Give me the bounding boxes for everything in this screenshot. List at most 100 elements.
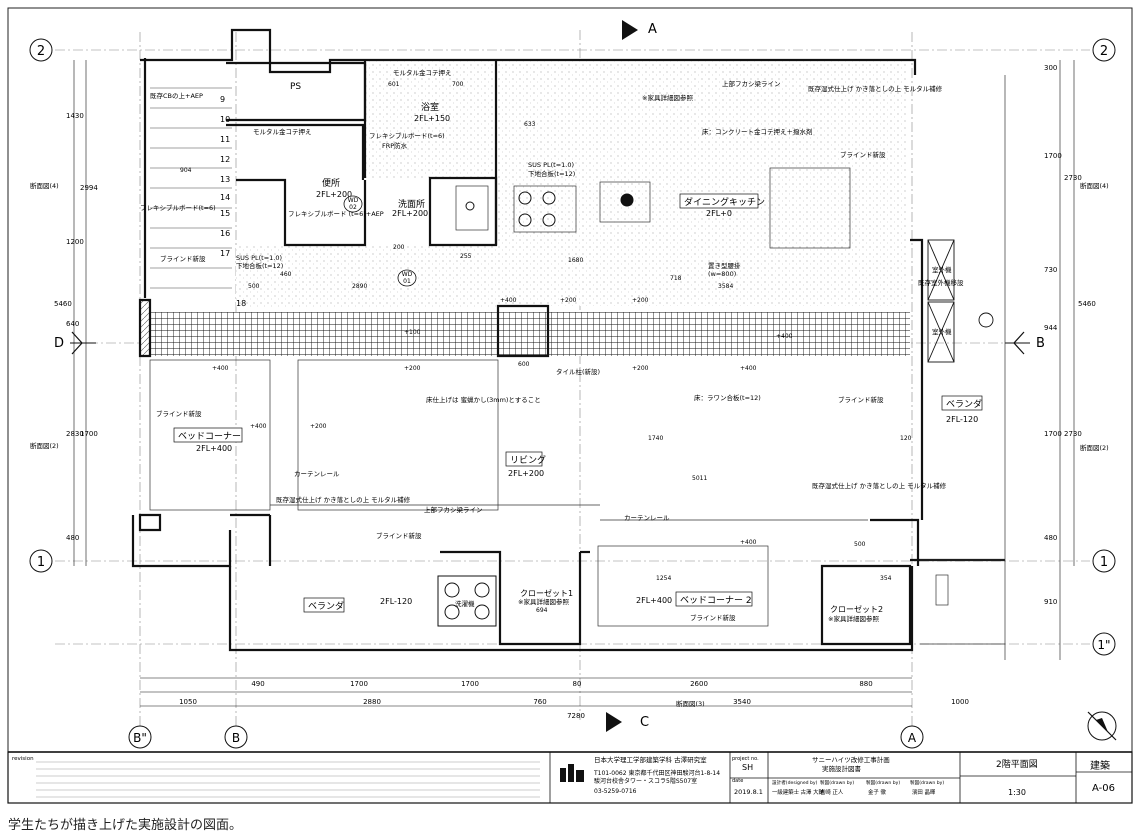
svg-text:室外機: 室外機 (932, 327, 952, 336)
svg-text:(w=800): (w=800) (708, 270, 736, 278)
svg-text:T101-0062 東京都千代田区神田駿河台1-8-14: T101-0062 東京都千代田区神田駿河台1-8-14 (593, 769, 720, 777)
svg-text:2FL+200: 2FL+200 (316, 190, 352, 199)
svg-text:便所: 便所 (322, 177, 340, 189)
door-tag-wd01: WD 01 (397, 269, 417, 287)
svg-text:2FL+0: 2FL+0 (706, 209, 732, 218)
dimension-lines (73, 60, 1075, 707)
svg-text:1700: 1700 (1044, 152, 1062, 160)
svg-text:C: C (640, 715, 649, 730)
svg-text:2600: 2600 (690, 680, 708, 688)
svg-text:2830: 2830 (66, 430, 84, 438)
svg-text:1000: 1000 (951, 698, 969, 706)
svg-text:1050: 1050 (179, 698, 197, 706)
svg-text:ブラインド新設: ブラインド新設 (690, 613, 736, 622)
svg-text:建築: 建築 (1090, 759, 1110, 772)
svg-text:9: 9 (220, 95, 225, 104)
svg-text:A: A (908, 731, 917, 745)
washing-machine (437, 575, 497, 627)
svg-text:設計者(designed by): 設計者(designed by) (772, 779, 818, 786)
toilet-floor (365, 60, 495, 178)
walls (131, 28, 1005, 652)
grid-bubble-col-bdd: B" (128, 725, 152, 749)
svg-text:フレキシブルボード(t=6): フレキシブルボード(t=6) (140, 203, 216, 212)
svg-text:1: 1 (1100, 555, 1108, 570)
svg-text:既存室外機移設: 既存室外機移設 (918, 278, 964, 287)
svg-text:718: 718 (670, 275, 682, 282)
section-refs: 断面図(4) 断面図(2) 断面図(3) 断面図(4) 断面図(2) (30, 181, 1109, 708)
svg-text:760: 760 (533, 698, 546, 706)
svg-text:※家具詳細図参照: ※家具詳細図参照 (518, 597, 569, 606)
svg-text:※家具詳細図参照: ※家具詳細図参照 (642, 93, 693, 102)
svg-text:B: B (1036, 336, 1045, 351)
svg-text:製図(drawn by): 製図(drawn by) (820, 779, 854, 786)
svg-text:ブラインド新設: ブラインド新設 (160, 254, 206, 263)
tile-band (140, 312, 910, 356)
svg-text:5460: 5460 (1078, 300, 1096, 308)
svg-text:1680: 1680 (568, 257, 583, 264)
svg-text:床：コンクリート金コテ押え＋撥水剤: 床：コンクリート金コテ押え＋撥水剤 (702, 127, 813, 136)
grid-bubble-row-1-left: 1 (29, 549, 53, 573)
svg-text:クローゼット2: クローゼット2 (830, 604, 883, 614)
svg-text:1254: 1254 (656, 575, 671, 582)
svg-text:既存CBの上+AEP: 既存CBの上+AEP (150, 91, 203, 100)
svg-text:B: B (232, 731, 240, 745)
svg-text:SH: SH (742, 763, 753, 772)
svg-text:+400: +400 (740, 539, 757, 546)
svg-text:モルタル金コテ押え: モルタル金コテ押え (253, 127, 312, 136)
svg-text:ベランダ: ベランダ (946, 398, 982, 410)
svg-text:カーテンレール: カーテンレール (294, 470, 340, 478)
svg-text:2FL-120: 2FL-120 (946, 415, 978, 424)
svg-text:置き型腰掛: 置き型腰掛 (708, 261, 741, 270)
svg-text:サニーハイツ改修工事計画: サニーハイツ改修工事計画 (812, 755, 890, 764)
grid-bubble-col-b: B (224, 725, 248, 749)
svg-text:ブラインド新設: ブラインド新設 (376, 531, 422, 540)
svg-text:洗濯機: 洗濯機 (455, 599, 475, 608)
svg-text:480: 480 (1044, 534, 1057, 542)
svg-text:断面図(4): 断面図(4) (30, 181, 59, 190)
grid-bubble-row-2-right: 2 (1092, 38, 1116, 62)
thin-lines (149, 75, 1006, 660)
svg-text:80: 80 (573, 680, 582, 688)
svg-text:02: 02 (349, 204, 357, 211)
svg-text:490: 490 (251, 680, 264, 688)
svg-text:1200: 1200 (66, 238, 84, 246)
svg-text:SUS PL(t=1.0): SUS PL(t=1.0) (528, 161, 574, 169)
svg-text:断面図(4): 断面図(4) (1080, 181, 1109, 190)
grid-bubble-row-1-right: 1 (1092, 549, 1116, 573)
svg-text:ベッドコーナー: ベッドコーナー (178, 431, 241, 442)
svg-text:製図(drawn by): 製図(drawn by) (910, 779, 944, 786)
svg-text:+200: +200 (632, 365, 649, 372)
entry-floor (236, 245, 496, 307)
svg-text:880: 880 (859, 680, 872, 688)
svg-text:5460: 5460 (54, 300, 72, 308)
svg-text:+200: +200 (632, 297, 649, 304)
svg-text:480: 480 (66, 534, 79, 542)
title-block (7, 751, 1133, 804)
svg-text:15: 15 (220, 209, 230, 218)
svg-text:A: A (648, 22, 657, 37)
svg-text:リビング: リビング (510, 454, 546, 466)
svg-text:既存湿式仕上げ かき落としの上 モルタル補修: 既存湿式仕上げ かき落としの上 モルタル補修 (276, 495, 411, 504)
svg-text:実施設計図書: 実施設計図書 (822, 764, 862, 773)
svg-text:一級建築士 古澤 大輔: 一級建築士 古澤 大輔 (772, 788, 825, 796)
svg-text:日本大学理工学部建築学科 古澤研究室: 日本大学理工学部建築学科 古澤研究室 (594, 755, 707, 764)
svg-text:床仕上げは 蜜蝋かし(3mm)とすること: 床仕上げは 蜜蝋かし(3mm)とすること (426, 395, 541, 404)
svg-text:+200: +200 (560, 297, 577, 304)
svg-text:WD: WD (348, 197, 359, 204)
svg-text:クローゼット1: クローゼット1 (520, 588, 573, 598)
svg-text:1740: 1740 (648, 435, 663, 442)
dim-inner: 700 601 633 1680 3584 718 904 200 255 46… (180, 81, 912, 614)
svg-text:1430: 1430 (66, 112, 84, 120)
svg-text:洗面所: 洗面所 (398, 198, 425, 210)
svg-text:354: 354 (880, 575, 892, 582)
svg-text:+100: +100 (404, 329, 421, 336)
svg-text:上部フカシ梁ライン: 上部フカシ梁ライン (722, 79, 781, 88)
svg-text:2890: 2890 (352, 283, 367, 290)
svg-text:2FL+400: 2FL+400 (196, 444, 232, 453)
svg-text:モルタル金コテ押え: モルタル金コテ押え (393, 68, 452, 77)
svg-text:ブラインド新設: ブラインド新設 (838, 395, 884, 404)
svg-text:ブラインド新設: ブラインド新設 (840, 150, 886, 159)
svg-text:PS: PS (290, 82, 301, 92)
svg-text:2FL+200: 2FL+200 (392, 209, 428, 218)
svg-text:16: 16 (220, 229, 230, 238)
